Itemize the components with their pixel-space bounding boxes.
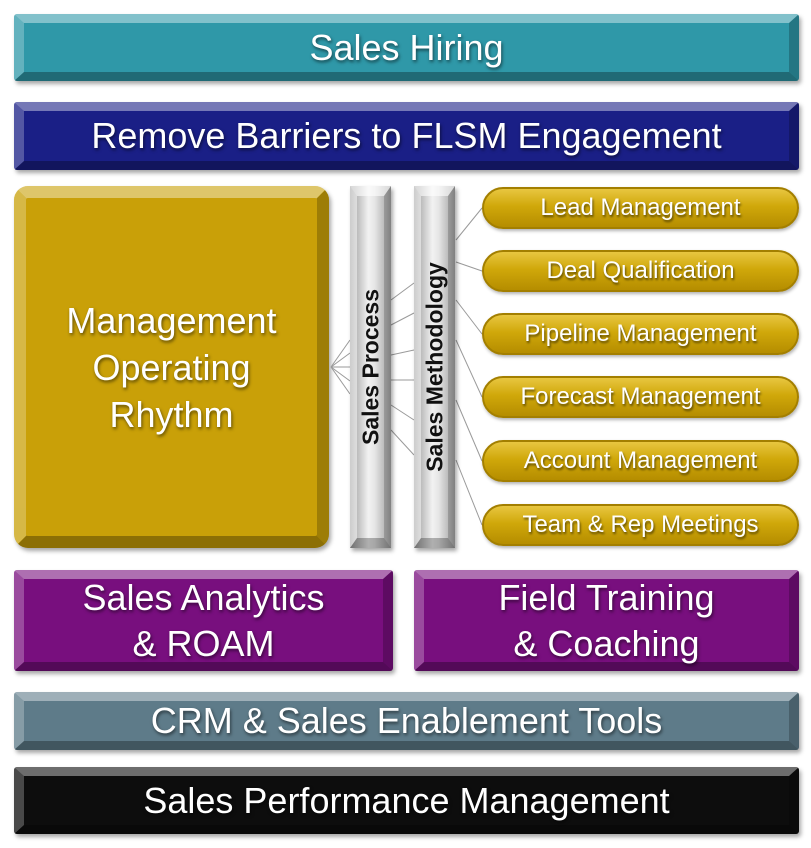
sales-hiring-band: Sales Hiring	[14, 14, 799, 81]
pill-pipeline-management: Pipeline Management	[482, 313, 799, 355]
field-training-coaching-label: Field Training & Coaching	[498, 575, 714, 667]
sales-hiring-label: Sales Hiring	[309, 26, 504, 68]
sales-performance-management-band: Sales Performance Management	[14, 767, 799, 834]
mor-line-3: Rhythm	[109, 393, 234, 435]
training-line-2: & Coaching	[513, 622, 700, 664]
management-operating-rhythm-label: Management Operating Rhythm	[66, 297, 276, 438]
crm-enablement-tools-label: CRM & Sales Enablement Tools	[150, 700, 663, 741]
training-line-1: Field Training	[498, 576, 715, 618]
pill-account-management: Account Management	[482, 440, 799, 482]
crm-enablement-tools-band: CRM & Sales Enablement Tools	[14, 692, 799, 750]
remove-barriers-band: Remove Barriers to FLSM Engagement	[14, 102, 799, 170]
sales-methodology-label: Sales Methodology	[421, 262, 447, 472]
field-training-coaching-band: Field Training & Coaching	[414, 570, 799, 671]
sales-process-pillar: Sales Process	[350, 186, 391, 548]
pill-lead-management: Lead Management	[482, 187, 799, 229]
mor-line-2: Operating	[92, 346, 251, 388]
pill-forecast-management: Forecast Management	[482, 376, 799, 418]
sales-analytics-roam-band: Sales Analytics & ROAM	[14, 570, 393, 671]
remove-barriers-label: Remove Barriers to FLSM Engagement	[91, 115, 722, 156]
pill-deal-qualification: Deal Qualification	[482, 250, 799, 292]
pill-team-rep-meetings: Team & Rep Meetings	[482, 504, 799, 546]
analytics-line-1: Sales Analytics	[82, 576, 325, 618]
analytics-line-2: & ROAM	[132, 622, 275, 664]
mor-line-1: Management	[66, 299, 277, 341]
sales-performance-management-label: Sales Performance Management	[143, 779, 670, 821]
sales-methodology-pillar: Sales Methodology	[414, 186, 455, 548]
management-operating-rhythm-box: Management Operating Rhythm	[14, 186, 329, 548]
sales-analytics-roam-label: Sales Analytics & ROAM	[82, 575, 324, 667]
sales-process-label: Sales Process	[357, 288, 383, 446]
